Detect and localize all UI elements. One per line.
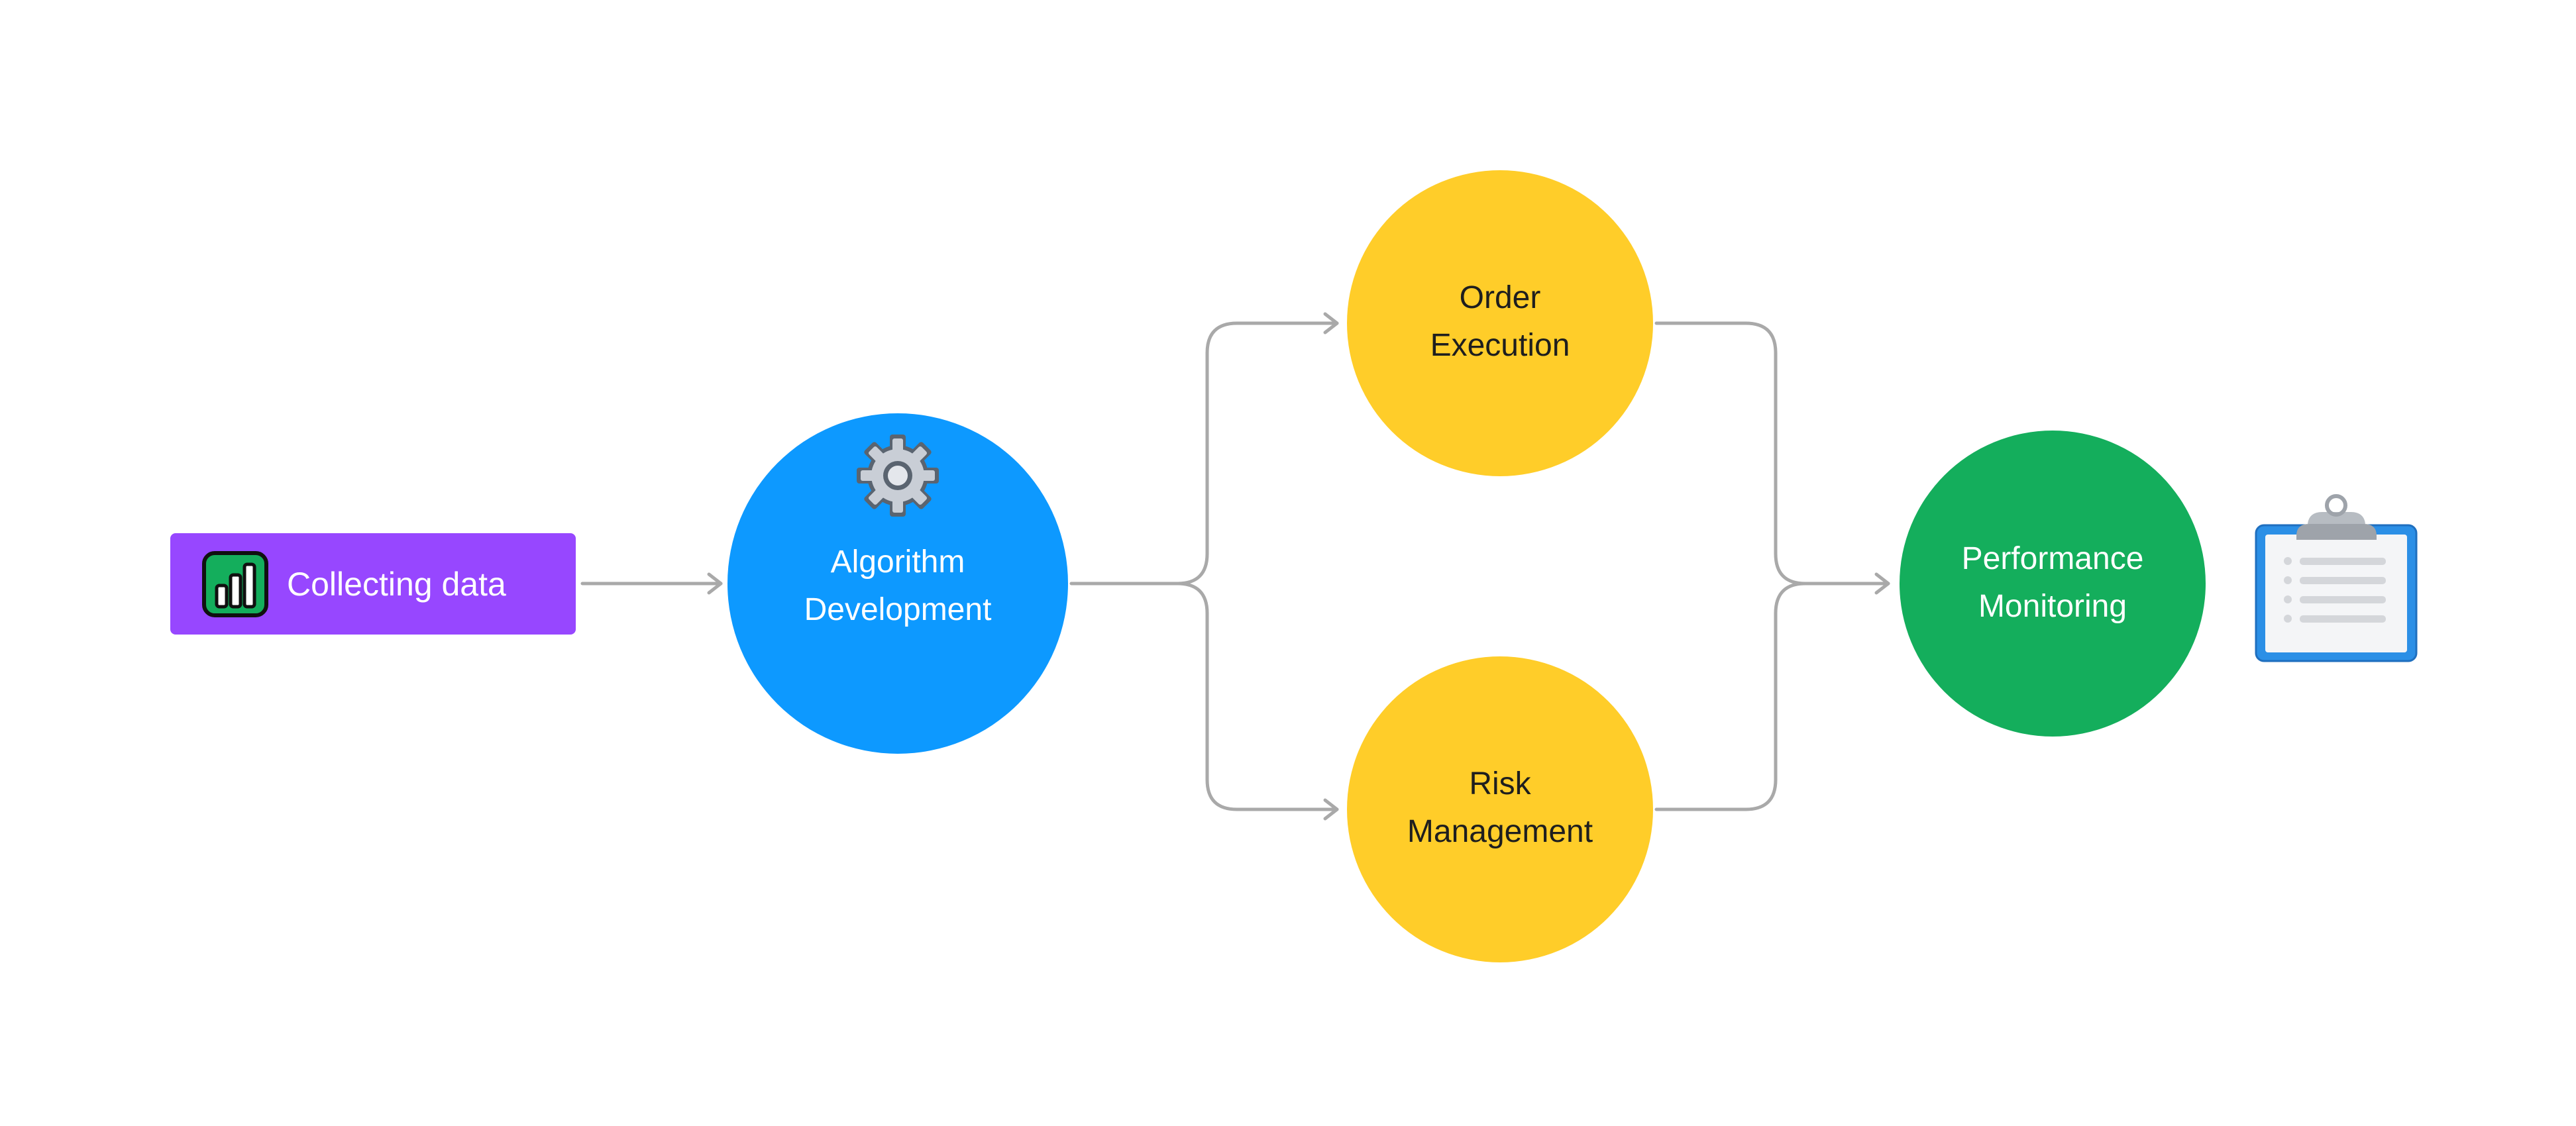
collecting-data-label: Collecting data [287, 565, 506, 603]
performance-monitoring-label: Performance Monitoring [1961, 541, 2144, 624]
performance-node [1900, 431, 2206, 737]
risk-management-label: Risk Management [1407, 766, 1593, 849]
connector-execution-to-performance [1654, 321, 1890, 595]
algorithm-node [727, 413, 1068, 754]
algorithm-development-label: Algorithm Development [804, 544, 992, 627]
risk-node [1347, 656, 1653, 962]
collecting-data-node: Collecting data [170, 533, 576, 635]
connectors [580, 312, 1890, 821]
bar-chart-icon [202, 550, 268, 617]
clipboard-icon [2255, 494, 2418, 662]
order-execution-label: Order Execution [1430, 280, 1570, 363]
gear-icon [857, 435, 939, 517]
connector-algorithm-to-execution [1069, 312, 1339, 586]
connector-risk-to-performance [1654, 582, 1807, 811]
connector-algorithm-to-risk [1175, 582, 1339, 821]
execution-node [1347, 170, 1653, 476]
